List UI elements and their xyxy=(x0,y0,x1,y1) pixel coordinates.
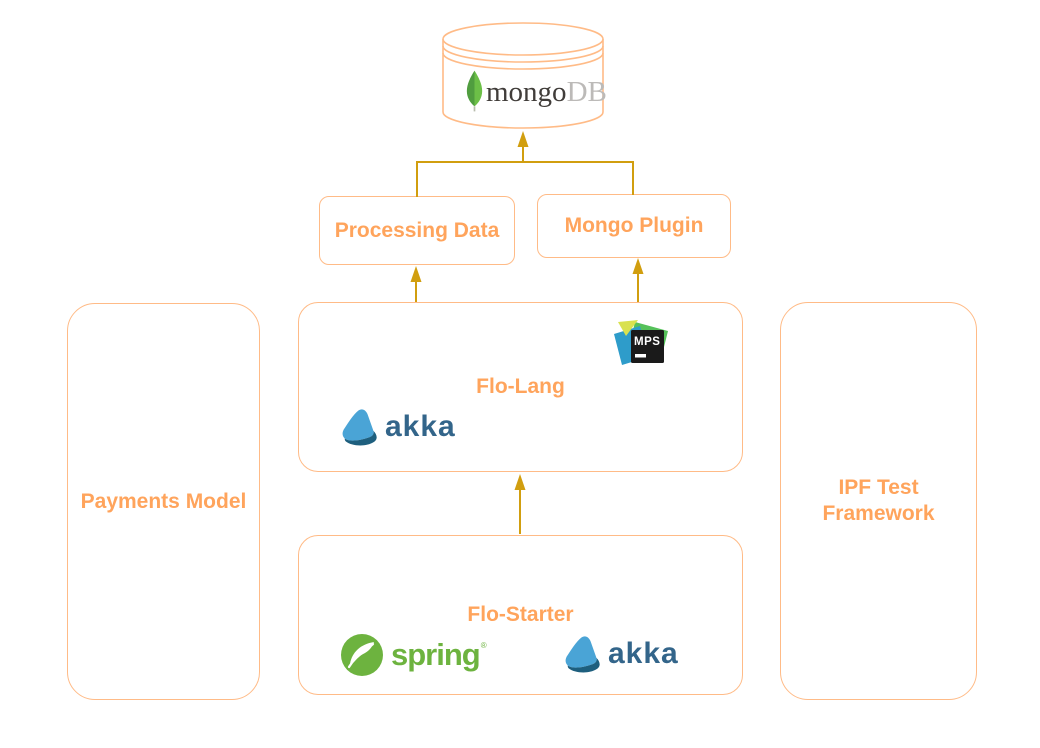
cylinder-ring-2 xyxy=(442,52,604,70)
arrowhead-flolang xyxy=(514,474,526,490)
cylinder-ring-1 xyxy=(442,45,604,63)
cylinder-top xyxy=(442,22,604,56)
node-label: Flo-Starter xyxy=(467,603,574,627)
arrowhead-mongoplugin xyxy=(632,258,644,274)
mongodb-logo: mongoDB xyxy=(466,70,607,113)
akka-logo: akka xyxy=(339,407,456,447)
spring-trademark: ® xyxy=(480,641,487,650)
spring-logo: spring ® xyxy=(339,632,487,678)
node-mongo-plugin: Mongo Plugin xyxy=(537,194,731,258)
node-label: Mongo Plugin xyxy=(564,214,704,238)
mongodb-text-db: DB xyxy=(566,75,607,108)
node-label: IPF Test Framework xyxy=(822,476,935,525)
arrowhead-database xyxy=(517,131,529,147)
mps-icon: MPS xyxy=(614,320,668,365)
node-flo-lang: Flo-Lang MPS akka xyxy=(298,302,743,472)
akka-wordmark: akka xyxy=(385,410,456,443)
spring-wordmark: spring xyxy=(391,637,481,672)
mongodb-leaf-icon xyxy=(466,70,483,112)
mps-label: MPS xyxy=(634,336,660,348)
arrowhead-processing xyxy=(410,266,422,282)
node-label: Payments Model xyxy=(80,489,247,513)
node-payments-model: Payments Model xyxy=(67,303,260,700)
node-processing-data: Processing Data xyxy=(319,196,515,265)
akka-wordmark: akka xyxy=(608,637,679,670)
akka-logo: akka xyxy=(562,634,679,674)
spring-leaf-icon xyxy=(341,634,383,676)
node-flo-starter: Flo-Starter spring ® akka xyxy=(298,535,743,695)
node-label: Processing Data xyxy=(334,218,500,242)
mongodb-wordmark: mongoDB xyxy=(486,76,607,109)
akka-mark-icon xyxy=(342,409,377,446)
node-ipf-test-framework: IPF Test Framework xyxy=(780,302,977,700)
akka-mark-icon xyxy=(565,636,600,673)
node-label: Flo-Lang xyxy=(476,375,565,399)
mongodb-text-mongo: mongo xyxy=(486,75,567,108)
edge-bus-to-database xyxy=(416,161,634,197)
